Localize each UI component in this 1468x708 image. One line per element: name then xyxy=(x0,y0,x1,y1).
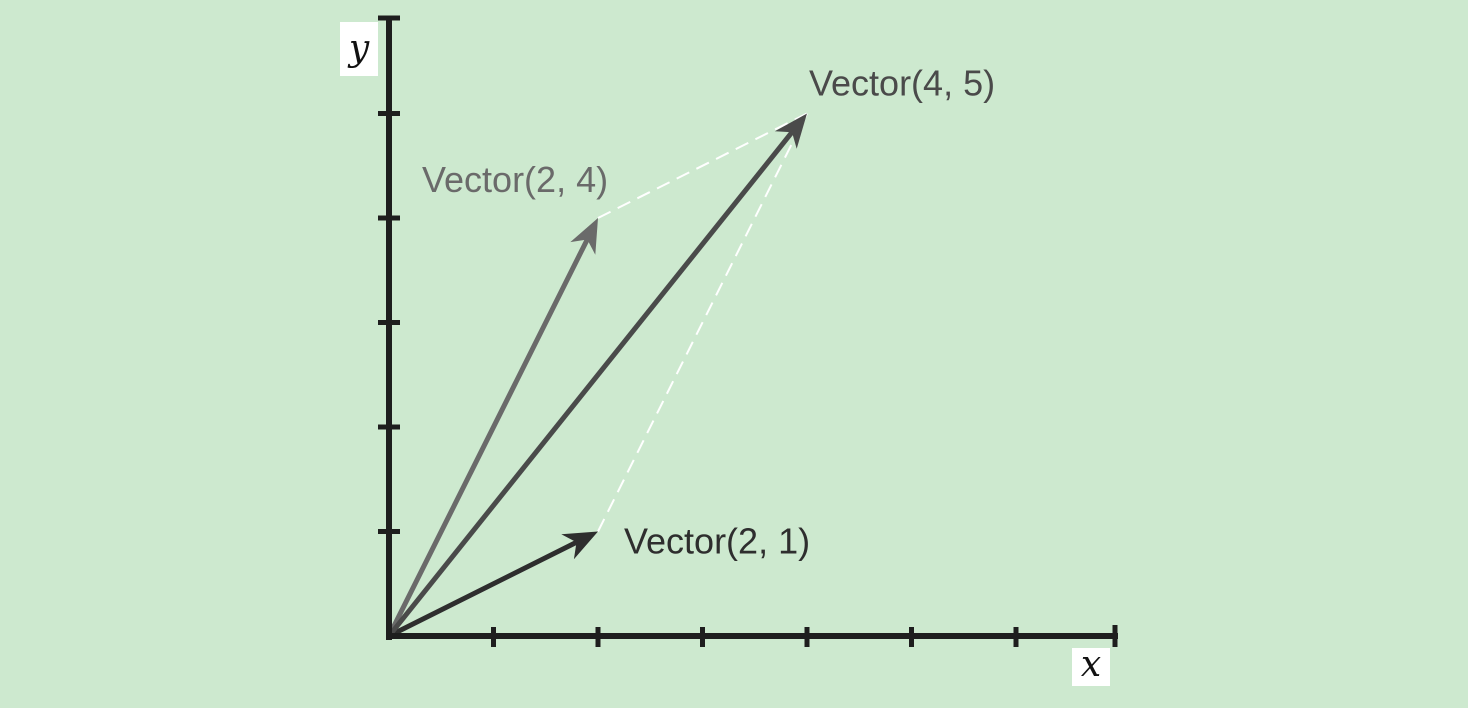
vector-arrow-shaft xyxy=(387,539,578,639)
vector-arrowhead xyxy=(570,218,598,255)
vectors xyxy=(386,113,807,639)
axes xyxy=(378,15,1118,647)
vector-arrow-shaft xyxy=(386,238,590,638)
vector-arrowhead xyxy=(561,531,598,560)
y-axis-ticks xyxy=(378,111,400,534)
y-axis-label-box: y xyxy=(340,22,378,76)
x-axis-ticks xyxy=(491,627,1019,647)
vector-label: Vector(4, 5) xyxy=(809,63,995,104)
vector-label: Vector(2, 1) xyxy=(624,521,810,562)
dashed-guide-line xyxy=(597,112,808,219)
y-axis-label: y xyxy=(347,28,370,69)
dashed-guide-line xyxy=(597,113,808,532)
vector-label: Vector(2, 4) xyxy=(422,159,608,200)
vector-labels: Vector(2, 1) Vector(2, 4) Vector(4, 5) xyxy=(422,63,995,562)
vector-arrow-shaft xyxy=(387,130,794,638)
guide-lines xyxy=(597,112,808,532)
x-axis-label-box: x xyxy=(1072,644,1110,686)
x-axis-label: x xyxy=(1081,644,1101,685)
vector-arrowhead xyxy=(774,113,807,149)
